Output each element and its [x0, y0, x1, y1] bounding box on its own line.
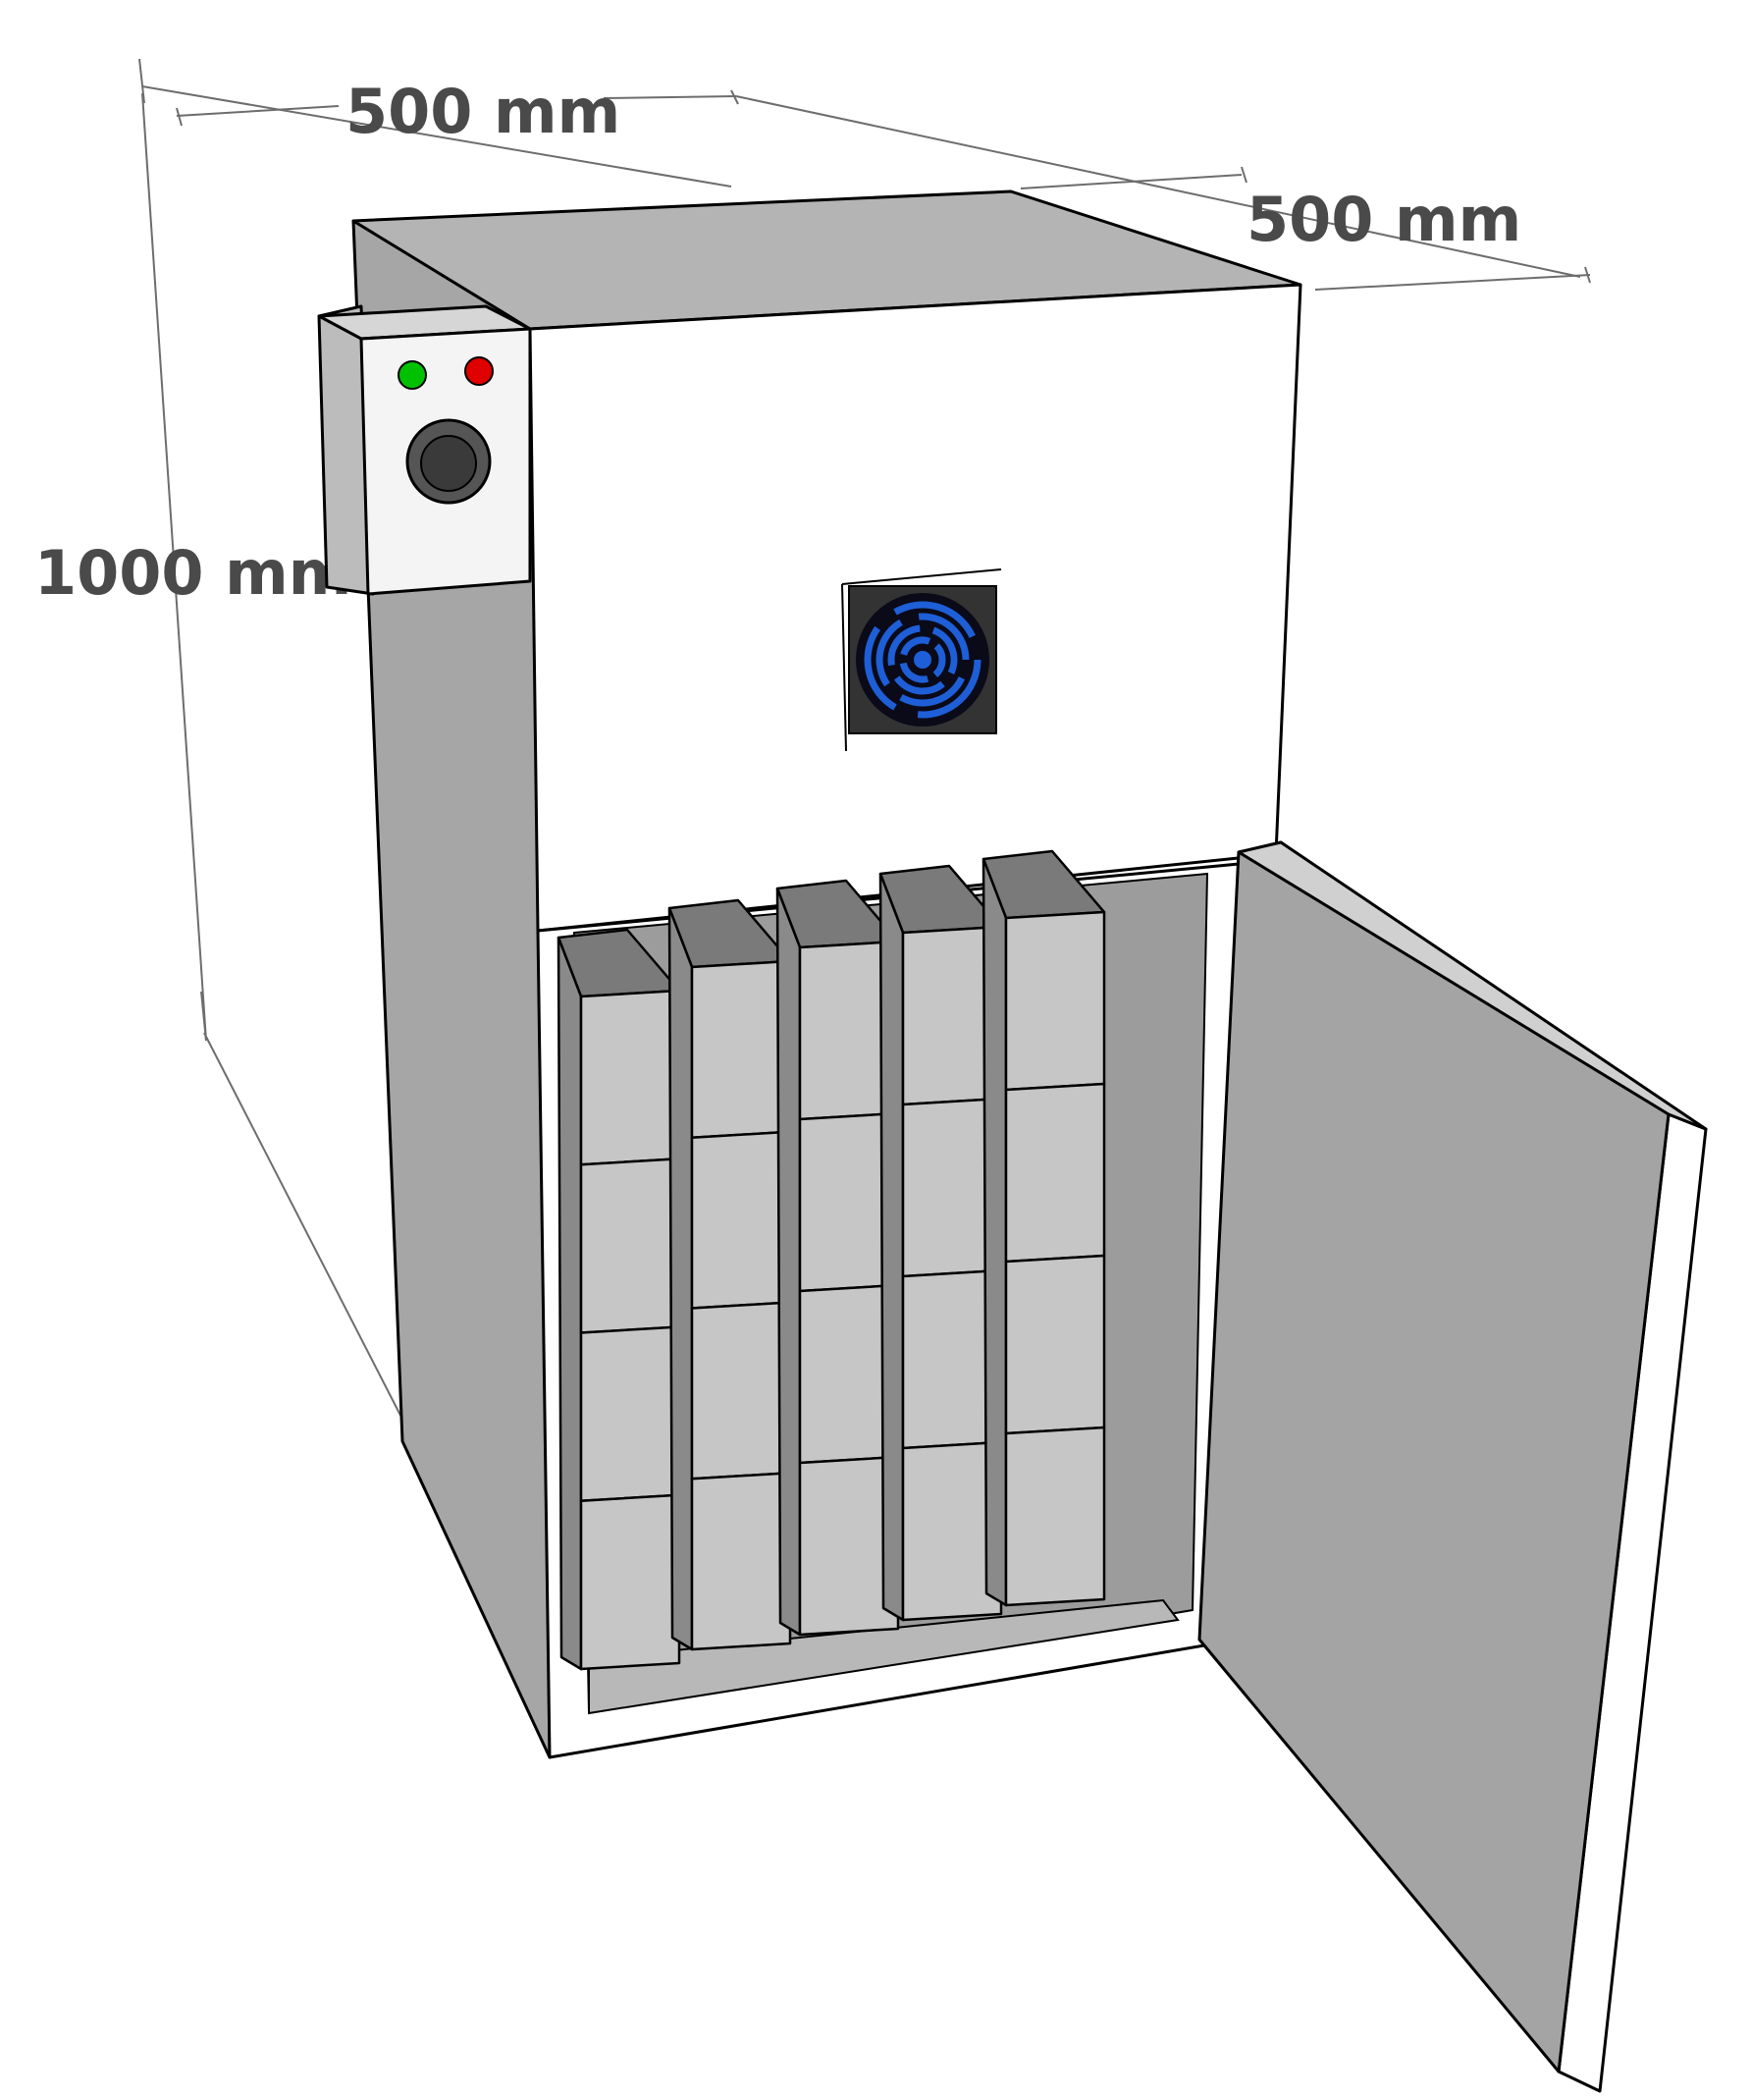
fan-blades-icon [864, 601, 982, 719]
tray-block [579, 989, 681, 1166]
fan-hub [914, 651, 931, 669]
tray-block [690, 1301, 792, 1481]
tray-block [1004, 910, 1106, 1092]
tray-stack [557, 849, 1106, 1671]
height-dimension-label: 1000 mm [34, 537, 351, 609]
tray-block [1004, 1082, 1106, 1264]
tray-block [579, 1493, 681, 1671]
door-top-edge [1237, 840, 1708, 1131]
tray-side [775, 887, 802, 1637]
fan-blade-arc [932, 643, 946, 678]
fan-blade-arc [876, 619, 903, 687]
width-dimension-label: 500 mm [345, 76, 620, 147]
tray-side [557, 936, 583, 1671]
fan-blade-arc [917, 659, 982, 719]
red-indicator-light [464, 356, 494, 386]
green-indicator-light [398, 360, 427, 390]
fan-blade-arc [893, 601, 976, 638]
control-panel [317, 304, 532, 596]
fan-blade-arc [864, 625, 897, 711]
fan-blade-arc [887, 624, 921, 667]
tray-side [667, 906, 694, 1651]
fan-blade-arc [900, 636, 931, 657]
fan-blade-arc [931, 626, 958, 675]
tray-block [690, 1472, 792, 1651]
tray-block [579, 1325, 681, 1502]
fan-blade-arc [918, 613, 970, 661]
tray-block [901, 1440, 1003, 1622]
tray-block [1004, 1254, 1106, 1435]
tray-block [798, 1455, 900, 1637]
ventilation-fan [841, 568, 1002, 752]
depth-dimension-label: 500 mm [1247, 184, 1521, 255]
tray-block [579, 1158, 681, 1334]
control-knob-center [420, 435, 477, 492]
fan-blade-arc [899, 675, 966, 707]
tray-block [1004, 1426, 1106, 1607]
tray-side [982, 857, 1008, 1607]
fan-blade-arc [899, 662, 929, 683]
fan-blade-arc [893, 675, 945, 695]
tray-side [878, 872, 905, 1622]
open-door [1197, 840, 1708, 2093]
tray-block [690, 959, 792, 1139]
compartment-floor [588, 1598, 1180, 1715]
tray-block [690, 1130, 792, 1310]
dimension-lines [138, 58, 1591, 1439]
